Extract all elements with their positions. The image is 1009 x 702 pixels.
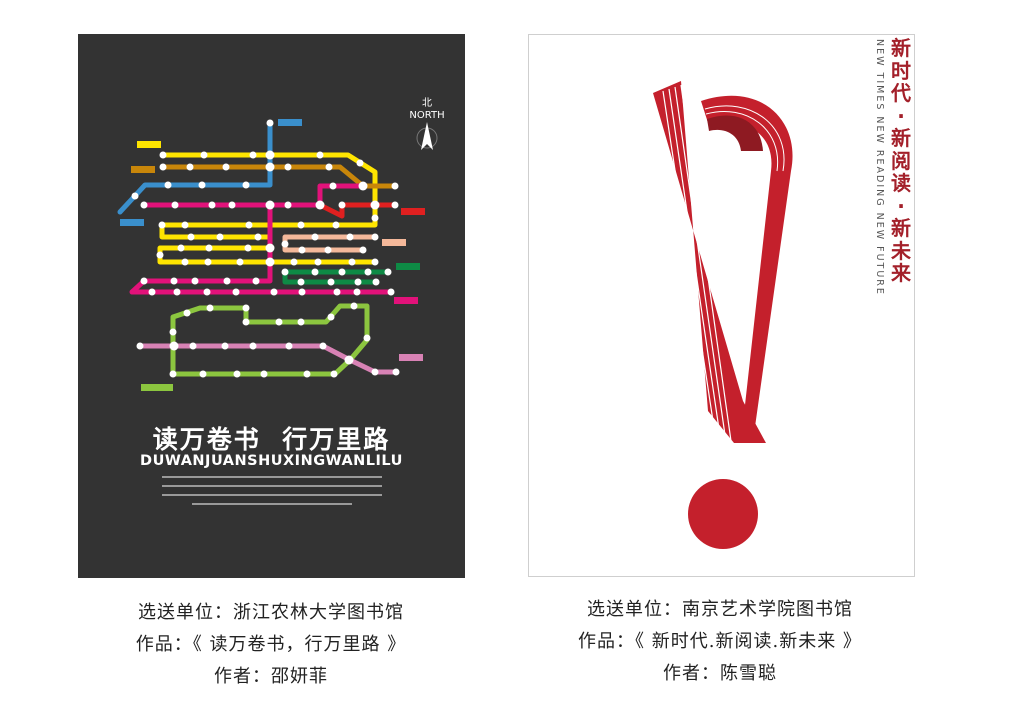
poster-pinyin: DUWANJUANSHUXINGWANLILU	[140, 453, 403, 469]
poster-exclamation-book: NEW TIMES NEW READING NEW FUTURE 新时代·新阅读…	[528, 34, 915, 577]
compass-arrow-icon	[416, 122, 438, 150]
metro-stations	[131, 119, 400, 378]
caption-author: 作者：邵妍菲	[214, 666, 328, 687]
caption-author: 作者：陈雪聪	[663, 663, 777, 684]
exclamation-book-graphic	[653, 81, 793, 549]
poster-reading-metro-map: 北 NORTH 读万卷书 行万里路 DUWANJUANSHUXINGWANLIL…	[78, 34, 465, 578]
caption-work: 作品：《 新时代.新阅读.新未来 》	[578, 631, 862, 652]
metro-line-red	[317, 202, 398, 219]
caption-unit: 选送单位：南京艺术学院图书馆	[587, 599, 853, 620]
poster-body-text	[162, 469, 382, 505]
exclamation-dot	[688, 479, 758, 549]
north-indicator: 北 NORTH	[405, 98, 449, 122]
metro-map	[117, 119, 438, 391]
poster-title-cn: 新时代·新阅读·新未来	[891, 36, 911, 285]
caption-left: 选送单位：浙江农林大学图书馆 作品：《 读万卷书，行万里路 》 作者：邵妍菲	[90, 597, 452, 693]
poster-headline: 读万卷书 行万里路	[152, 425, 391, 454]
north-label-cn: 北	[422, 98, 432, 109]
caption-unit: 选送单位：浙江农林大学图书馆	[138, 602, 404, 623]
metro-line-lime	[170, 303, 370, 377]
poster-title-en: NEW TIMES NEW READING NEW FUTURE	[874, 39, 885, 296]
line-name-tags	[120, 119, 425, 391]
metro-line-brown	[160, 164, 398, 189]
north-label-en: NORTH	[409, 110, 445, 121]
caption-work: 作品：《 读万卷书，行万里路 》	[135, 634, 407, 655]
caption-right: 选送单位：南京艺术学院图书馆 作品：《 新时代.新阅读.新未来 》 作者：陈雪聪	[530, 594, 910, 690]
